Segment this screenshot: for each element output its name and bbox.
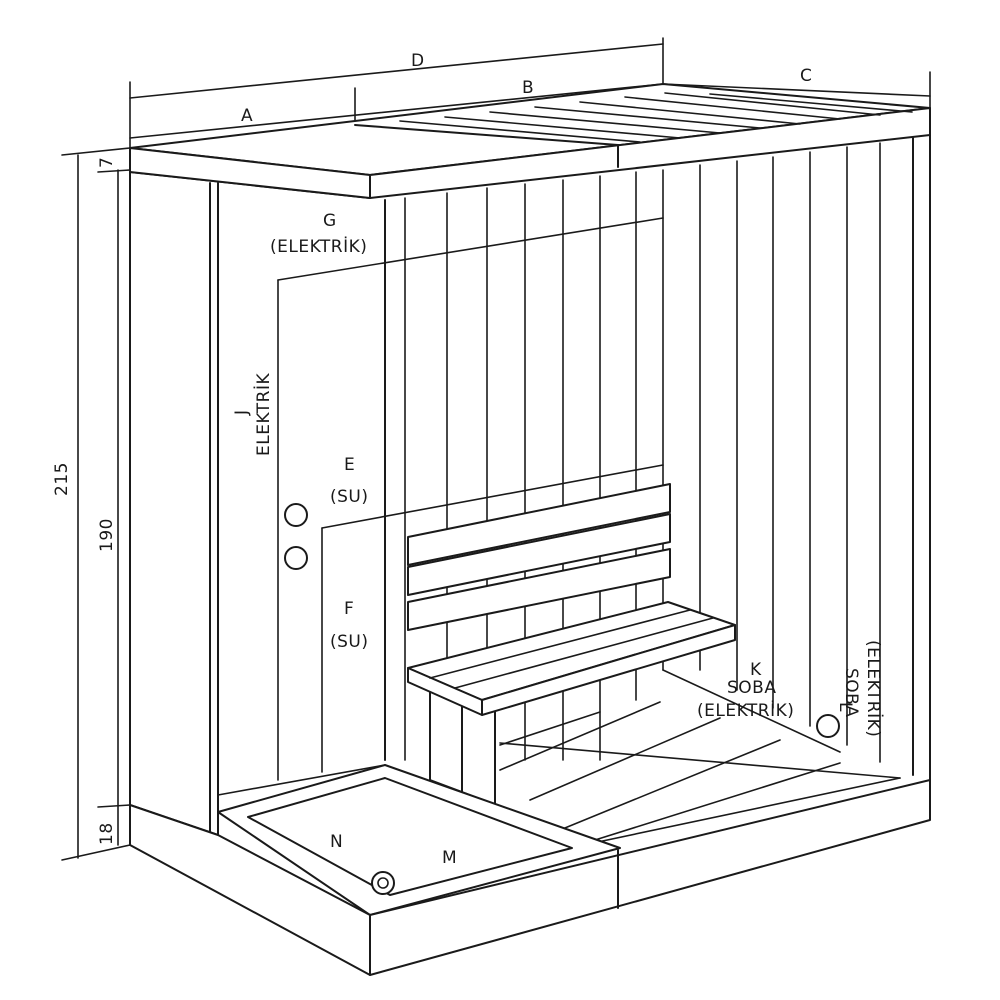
- bench-seat: [407, 601, 736, 806]
- label-l-line2: (ELEKTRİK): [863, 640, 884, 737]
- dimension-lines-left: [61, 147, 131, 861]
- dimension-d: D: [411, 51, 425, 71]
- dimension-lines-top: [129, 37, 931, 151]
- base: [129, 779, 931, 976]
- label-l: L: [835, 702, 855, 712]
- bench-backrest: [407, 483, 671, 631]
- label-j-type: ELEKTRİK: [253, 373, 274, 456]
- dimension-a: A: [241, 106, 253, 126]
- dimension-labels: A B C D 215 190 7 18: [52, 51, 812, 845]
- label-k-line1: SOBA: [727, 678, 776, 698]
- dimension-b: B: [522, 78, 534, 98]
- label-m: M: [442, 848, 457, 868]
- label-g: G: [323, 211, 337, 231]
- label-e-type: (SU): [330, 487, 369, 507]
- dimension-7: 7: [97, 157, 117, 168]
- water-connection-upper: [284, 503, 308, 527]
- dimension-215: 215: [52, 462, 72, 496]
- label-g-type: (ELEKTRİK): [270, 236, 367, 257]
- label-k-line2: (ELEKTRİK): [697, 700, 794, 721]
- label-f-type: (SU): [330, 632, 369, 652]
- water-connection-lower: [284, 546, 308, 570]
- heater-connection: [816, 714, 840, 738]
- label-e: E: [344, 455, 355, 475]
- roof: [129, 83, 931, 199]
- shower-tray: [217, 764, 621, 916]
- component-labels: G (ELEKTRİK) J ELEKTRİK E (SU) F (SU) K …: [232, 211, 884, 868]
- label-f: F: [344, 599, 354, 619]
- routing-lines: [277, 217, 841, 781]
- dimension-190: 190: [97, 518, 117, 552]
- label-l-line1: SOBA: [841, 668, 861, 717]
- label-j: J: [232, 409, 252, 416]
- floor-slats: [499, 701, 901, 851]
- label-n: N: [330, 832, 343, 852]
- label-k: K: [750, 660, 762, 680]
- right-wall-panels: [699, 117, 931, 781]
- dimension-c: C: [800, 66, 812, 86]
- dimension-18: 18: [97, 822, 117, 845]
